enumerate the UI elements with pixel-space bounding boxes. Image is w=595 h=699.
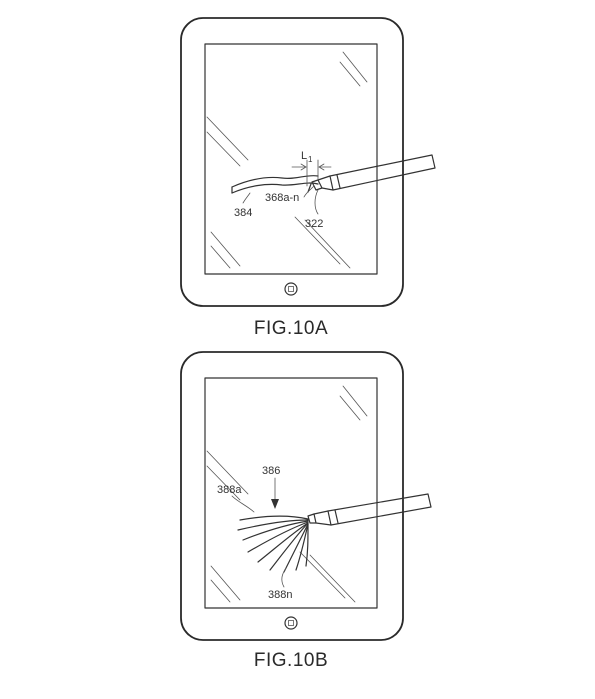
home-button-b [284, 616, 298, 630]
figure-caption-b: FIG.10B [254, 650, 328, 671]
label-stylus-tip: 322 [305, 218, 323, 230]
leader-384 [242, 192, 251, 204]
tablet-body-a [180, 17, 404, 307]
label-stroke: 384 [234, 207, 252, 219]
label-tip: 368a-n [265, 192, 299, 204]
tablet-screen-a [204, 43, 378, 275]
figure-10b: 386 388a 388n FIG.10B [180, 351, 432, 671]
figure-caption-a: FIG.10A [254, 318, 328, 339]
leader-388n [281, 567, 287, 588]
stylus-b [307, 493, 432, 526]
home-button-a [284, 282, 298, 296]
label-spray: 386 [262, 465, 280, 477]
drawn-stroke-384 [231, 174, 319, 194]
home-button-icon-b [288, 620, 294, 626]
figure-10a: L 1 368a-n 384 322 FIG.10A [180, 17, 436, 339]
screen-glare-a [206, 51, 368, 269]
screen-glare-b [206, 385, 368, 603]
label-dimension: L [301, 150, 307, 162]
label-dimension-sub: 1 [308, 155, 313, 164]
label-first-strand: 388a [217, 484, 242, 496]
leader-322 [314, 189, 319, 215]
dimension-l1 [291, 159, 332, 187]
label-last-strand: 388n [268, 589, 292, 601]
stylus-a [307, 154, 436, 193]
arrow-386 [271, 477, 279, 509]
tablet-body-b [180, 351, 404, 641]
home-button-icon-a [288, 286, 294, 292]
spray-strands [237, 515, 309, 573]
leader-388a [231, 495, 255, 513]
tablet-screen-b [204, 377, 378, 609]
leader-368 [303, 185, 315, 198]
